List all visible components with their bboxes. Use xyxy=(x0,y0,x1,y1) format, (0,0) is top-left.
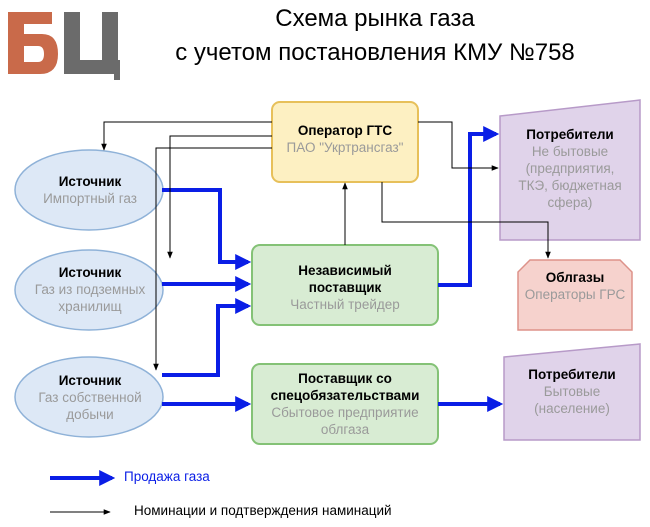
nomination-arrow-operator-to-consumers xyxy=(418,121,499,171)
storage-source-label: Источник Газ из подземных хранилищ xyxy=(20,264,160,315)
special-supplier-label: Поставщик со спецобязательствами Сбытово… xyxy=(262,370,428,438)
diagram-title-line-1: Схема рынка газа xyxy=(275,5,475,32)
operator-label: Оператор ГТС ПАО "Укртрансгаз" xyxy=(276,122,414,156)
nomination-arrow-operator-to-oblgas xyxy=(381,182,551,259)
residential-consumers-subtitle: Бытовые (население) xyxy=(534,384,610,416)
operator-node xyxy=(271,101,419,183)
sale-arrow-independent-to-consumers xyxy=(438,126,500,287)
special-supplier-title: Поставщик со спецобязательствами xyxy=(270,371,420,403)
diagram-title-line-2: с учетом постановления КМУ №758 xyxy=(175,39,575,66)
nonresidential-consumers-subtitle: Не бытовые (предприятия, ТКЭ, бюджетная … xyxy=(518,144,622,210)
own-source-node xyxy=(14,356,164,438)
sale-arrow-import-to-independent xyxy=(162,188,252,270)
residential-consumers-label: Потребители Бытовые (население) xyxy=(510,366,634,417)
independent-supplier-subtitle: Частный трейдер xyxy=(290,297,400,312)
oblgas-label: Облгазы Операторы ГРС xyxy=(520,269,630,303)
independent-supplier-title: Независимый поставщик xyxy=(298,263,392,295)
operator-subtitle: ПАО "Укртрансгаз" xyxy=(286,140,404,155)
nonresidential-consumers-title: Потребители xyxy=(526,127,614,142)
import-source-title: Источник xyxy=(58,174,122,189)
oblgas-title: Облгазы xyxy=(545,270,605,285)
import-source-label: Источник Импортный газ xyxy=(30,173,150,207)
legend-nominations-label: Номинации и подтверждения наминаций xyxy=(134,503,392,518)
independent-supplier-label: Независимый поставщик Частный трейдер xyxy=(282,262,408,313)
operator-title: Оператор ГТС xyxy=(297,123,393,138)
own-source-title: Источник xyxy=(58,373,122,388)
special-supplier-subtitle: Сбытовое предприятие облгаза xyxy=(271,405,419,437)
own-source-subtitle: Газ собственной добычи xyxy=(38,390,142,422)
sale-arrow-own-to-independent xyxy=(162,298,252,377)
legend-sales-label: Продажа газа xyxy=(124,469,210,484)
own-source-label: Источник Газ собственной добычи xyxy=(20,372,160,423)
nomination-arrow-operator-to-own xyxy=(153,147,272,371)
nomination-arrow-operator-to-storage xyxy=(167,135,272,259)
oblgas-node xyxy=(517,259,633,331)
storage-source-subtitle: Газ из подземных хранилищ xyxy=(34,282,146,314)
nomination-arrow-operator-to-import xyxy=(101,121,272,151)
logo xyxy=(2,4,124,80)
storage-source-title: Источник xyxy=(58,265,122,280)
oblgas-subtitle: Операторы ГРС xyxy=(524,287,626,302)
residential-consumers-node xyxy=(503,343,641,441)
nonresidential-consumers-label: Потребители Не бытовые (предприятия, ТКЭ… xyxy=(510,126,630,211)
nonresidential-consumers-node xyxy=(499,99,641,241)
residential-consumers-title: Потребители xyxy=(528,367,616,382)
storage-source-node xyxy=(14,249,164,331)
import-source-subtitle: Импортный газ xyxy=(43,191,137,206)
